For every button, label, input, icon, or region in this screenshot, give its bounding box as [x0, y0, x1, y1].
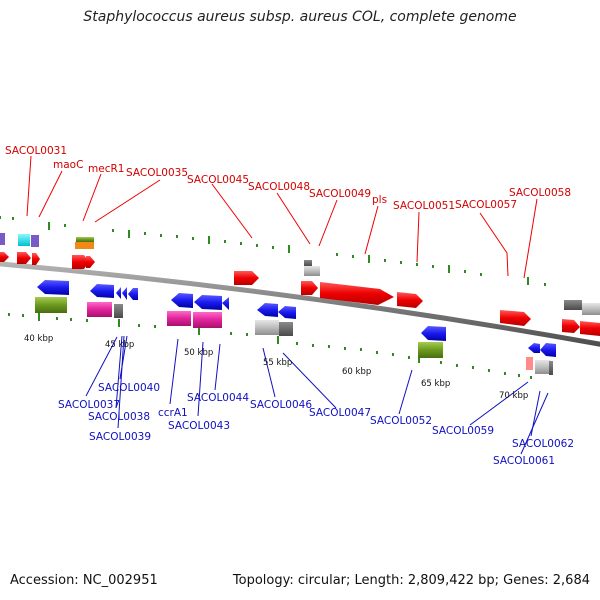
gene-label[interactable]: SACOL0044: [187, 392, 249, 404]
cds-arrow[interactable]: [580, 321, 600, 336]
gene-label[interactable]: SACOL0046: [250, 399, 312, 411]
feature-dark-gray-block[interactable]: [304, 260, 312, 266]
gene-label[interactable]: SACOL0057: [455, 199, 517, 211]
gene-label[interactable]: SACOL0043: [168, 420, 230, 432]
feature-gray-block[interactable]: [582, 303, 600, 315]
gene-label[interactable]: SACOL0058: [509, 187, 571, 199]
genome-title: Staphylococcus aureus subsp. aureus COL,…: [83, 9, 517, 25]
genome-backbone: [0, 261, 600, 347]
feature-olive-block[interactable]: [76, 237, 94, 242]
feature-olive-block[interactable]: [418, 342, 443, 358]
cds-arrow-reverse[interactable]: [222, 297, 229, 310]
gene-label[interactable]: SACOL0035: [126, 167, 188, 179]
cds-arrow-reverse[interactable]: [122, 287, 127, 300]
cds-arrow-reverse[interactable]: [528, 343, 540, 353]
gene-label[interactable]: SACOL0045: [187, 174, 249, 186]
cds-arrow-reverse[interactable]: [171, 293, 193, 308]
feature-magenta-block[interactable]: [87, 302, 112, 317]
scale-label: 55 kbp: [263, 358, 292, 368]
cds-arrow-reverse[interactable]: [278, 306, 296, 319]
genome-summary: Topology: circular; Length: 2,809,422 bp…: [232, 573, 590, 588]
scale-label: 50 kbp: [184, 348, 213, 358]
feature-dark-gray-block[interactable]: [114, 304, 123, 318]
cds-arrow-reverse[interactable]: [257, 303, 278, 317]
cds-arrow-reverse[interactable]: [116, 287, 121, 299]
gene-label[interactable]: SACOL0047: [309, 407, 371, 419]
cds-arrow[interactable]: [0, 252, 9, 262]
forward-leader-lines: [26, 155, 538, 279]
scale-label: 40 kbp: [24, 334, 53, 344]
cds-arrow-reverse[interactable]: [37, 280, 69, 295]
gene-label[interactable]: SACOL0062: [512, 438, 574, 450]
cds-arrow[interactable]: [397, 292, 423, 308]
feature-purple-block[interactable]: [31, 235, 39, 247]
scale-label: 45 kbp: [105, 340, 134, 350]
cds-arrow[interactable]: [17, 252, 31, 264]
cds-arrow[interactable]: [72, 255, 89, 269]
cds-arrow[interactable]: [320, 282, 394, 305]
gene-label[interactable]: ccrA1: [158, 407, 188, 419]
forward-features: [0, 233, 600, 336]
forward-gene-labels: SACOL0031 maoC mecR1 SACOL0035 SACOL0045…: [5, 145, 571, 212]
gene-label[interactable]: SACOL0037: [58, 399, 120, 411]
feature-olive-block[interactable]: [35, 297, 67, 313]
feature-cyan-block[interactable]: [18, 234, 30, 246]
reverse-tick-ring: [8, 313, 532, 379]
scale-labels: 40 kbp 45 kbp 50 kbp 55 kbp 60 kbp 65 kb…: [24, 334, 528, 401]
scale-label: 60 kbp: [342, 367, 371, 377]
gene-label[interactable]: mecR1: [88, 163, 124, 175]
feature-dark-gray-block[interactable]: [279, 322, 293, 336]
cds-arrow[interactable]: [500, 310, 531, 326]
gene-label[interactable]: SACOL0040: [98, 382, 160, 394]
gene-label[interactable]: SACOL0061: [493, 455, 555, 467]
cds-arrow-reverse[interactable]: [421, 326, 446, 341]
forward-tick-ring: [0, 216, 546, 286]
reverse-leader-lines: [85, 335, 549, 455]
gene-label[interactable]: SACOL0031: [5, 145, 67, 157]
feature-magenta-block[interactable]: [193, 312, 222, 328]
gene-label[interactable]: SACOL0039: [89, 431, 151, 443]
cds-arrow[interactable]: [562, 319, 580, 333]
scale-label: 70 kbp: [499, 391, 528, 401]
cds-arrow[interactable]: [301, 281, 318, 295]
cds-arrow[interactable]: [32, 253, 40, 265]
cds-arrow-reverse[interactable]: [194, 295, 222, 310]
scale-label: 65 kbp: [421, 379, 450, 389]
gene-label[interactable]: SACOL0048: [248, 181, 310, 193]
cds-arrow-reverse[interactable]: [128, 288, 138, 300]
feature-orange-block[interactable]: [75, 242, 94, 249]
gene-label[interactable]: SACOL0049: [309, 188, 371, 200]
feature-gray-block[interactable]: [304, 266, 320, 276]
feature-pink-block[interactable]: [526, 357, 533, 370]
feature-gray-block[interactable]: [535, 360, 551, 374]
gene-label[interactable]: SACOL0052: [370, 415, 432, 427]
cds-arrow[interactable]: [86, 256, 95, 268]
reverse-features: [35, 280, 556, 375]
feature-gray-block[interactable]: [255, 320, 279, 335]
cds-arrow-reverse[interactable]: [90, 284, 114, 298]
gene-label[interactable]: SACOL0059: [432, 425, 494, 437]
feature-dark-gray-block[interactable]: [564, 300, 582, 310]
accession-label: Accession: NC_002951: [10, 573, 158, 588]
cds-arrow[interactable]: [234, 271, 259, 285]
gene-label[interactable]: SACOL0038: [88, 411, 150, 423]
feature-dark-gray-block[interactable]: [549, 361, 553, 375]
gene-label[interactable]: pls: [372, 194, 387, 206]
feature-magenta-block[interactable]: [167, 311, 191, 326]
gene-label[interactable]: maoC: [53, 159, 83, 171]
gene-label[interactable]: SACOL0051: [393, 200, 455, 212]
reverse-gene-labels: SACOL0037 SACOL0040 SACOL0038 SACOL0039 …: [58, 382, 574, 467]
feature-purple-block[interactable]: [0, 233, 5, 245]
cds-arrow-reverse[interactable]: [540, 343, 556, 357]
